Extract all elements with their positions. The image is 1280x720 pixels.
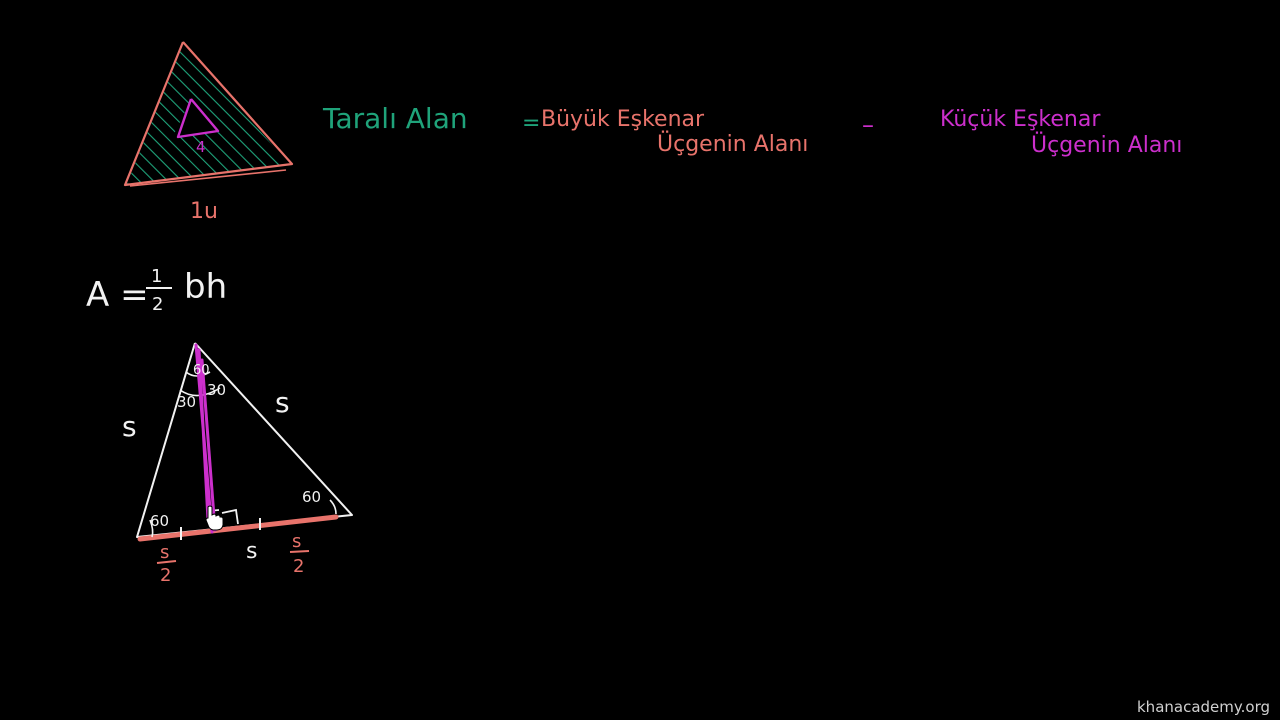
shaded-big-triangle: [123, 41, 294, 187]
khanacademy-watermark: khanacademy.org: [1137, 698, 1270, 716]
big-triangle-term-line1: Büyük Eşkenar: [541, 107, 705, 132]
angle-bottom-left: 60: [150, 512, 169, 530]
base-highlight: [137, 514, 339, 542]
angle-top-mid: 60: [193, 363, 210, 378]
equals-sign: =: [522, 111, 540, 136]
angle-top-left: 30: [177, 393, 196, 411]
big-triangle-term-line2: Üçgenin Alanı: [657, 131, 808, 157]
half-base-right-num: s: [292, 531, 301, 552]
small-inner-triangle: [172, 98, 220, 139]
small-triangle-term-line1: Küçük Eşkenar: [940, 107, 1101, 132]
shaded-area-label: Taralı Alan: [322, 102, 468, 135]
left-side-label: s: [122, 410, 137, 443]
angle-top-right: 30: [207, 381, 226, 399]
equilateral-triangle: [136, 342, 353, 542]
half-base-right: s 2: [289, 531, 310, 577]
area-formula-rhs: bh: [184, 267, 227, 307]
altitude-line: [194, 343, 217, 534]
inner-side-label: 4: [196, 138, 206, 156]
outer-side-label: 1u: [190, 199, 218, 224]
right-angle-marker: [221, 508, 239, 525]
area-formula-lhs: A =: [86, 275, 149, 315]
small-triangle-term-line2: Üçgenin Alanı: [1031, 132, 1182, 158]
big-triangle-outline: [123, 41, 294, 187]
half-base-left-den: 2: [160, 565, 171, 586]
hand-cursor-icon: [205, 505, 224, 531]
area-formula-denominator: 2: [152, 294, 163, 315]
area-formula-numerator: 1: [151, 266, 162, 287]
minus-sign: –: [862, 111, 874, 139]
half-base-left-num: s: [160, 542, 169, 563]
right-side-label: s: [275, 386, 290, 419]
half-base-right-den: 2: [293, 556, 304, 577]
half-base-left: s 2: [156, 542, 177, 586]
area-formula: A = 1 2 bh: [86, 266, 227, 315]
base-side-label: s: [246, 539, 257, 564]
angle-bottom-right: 60: [302, 488, 321, 506]
